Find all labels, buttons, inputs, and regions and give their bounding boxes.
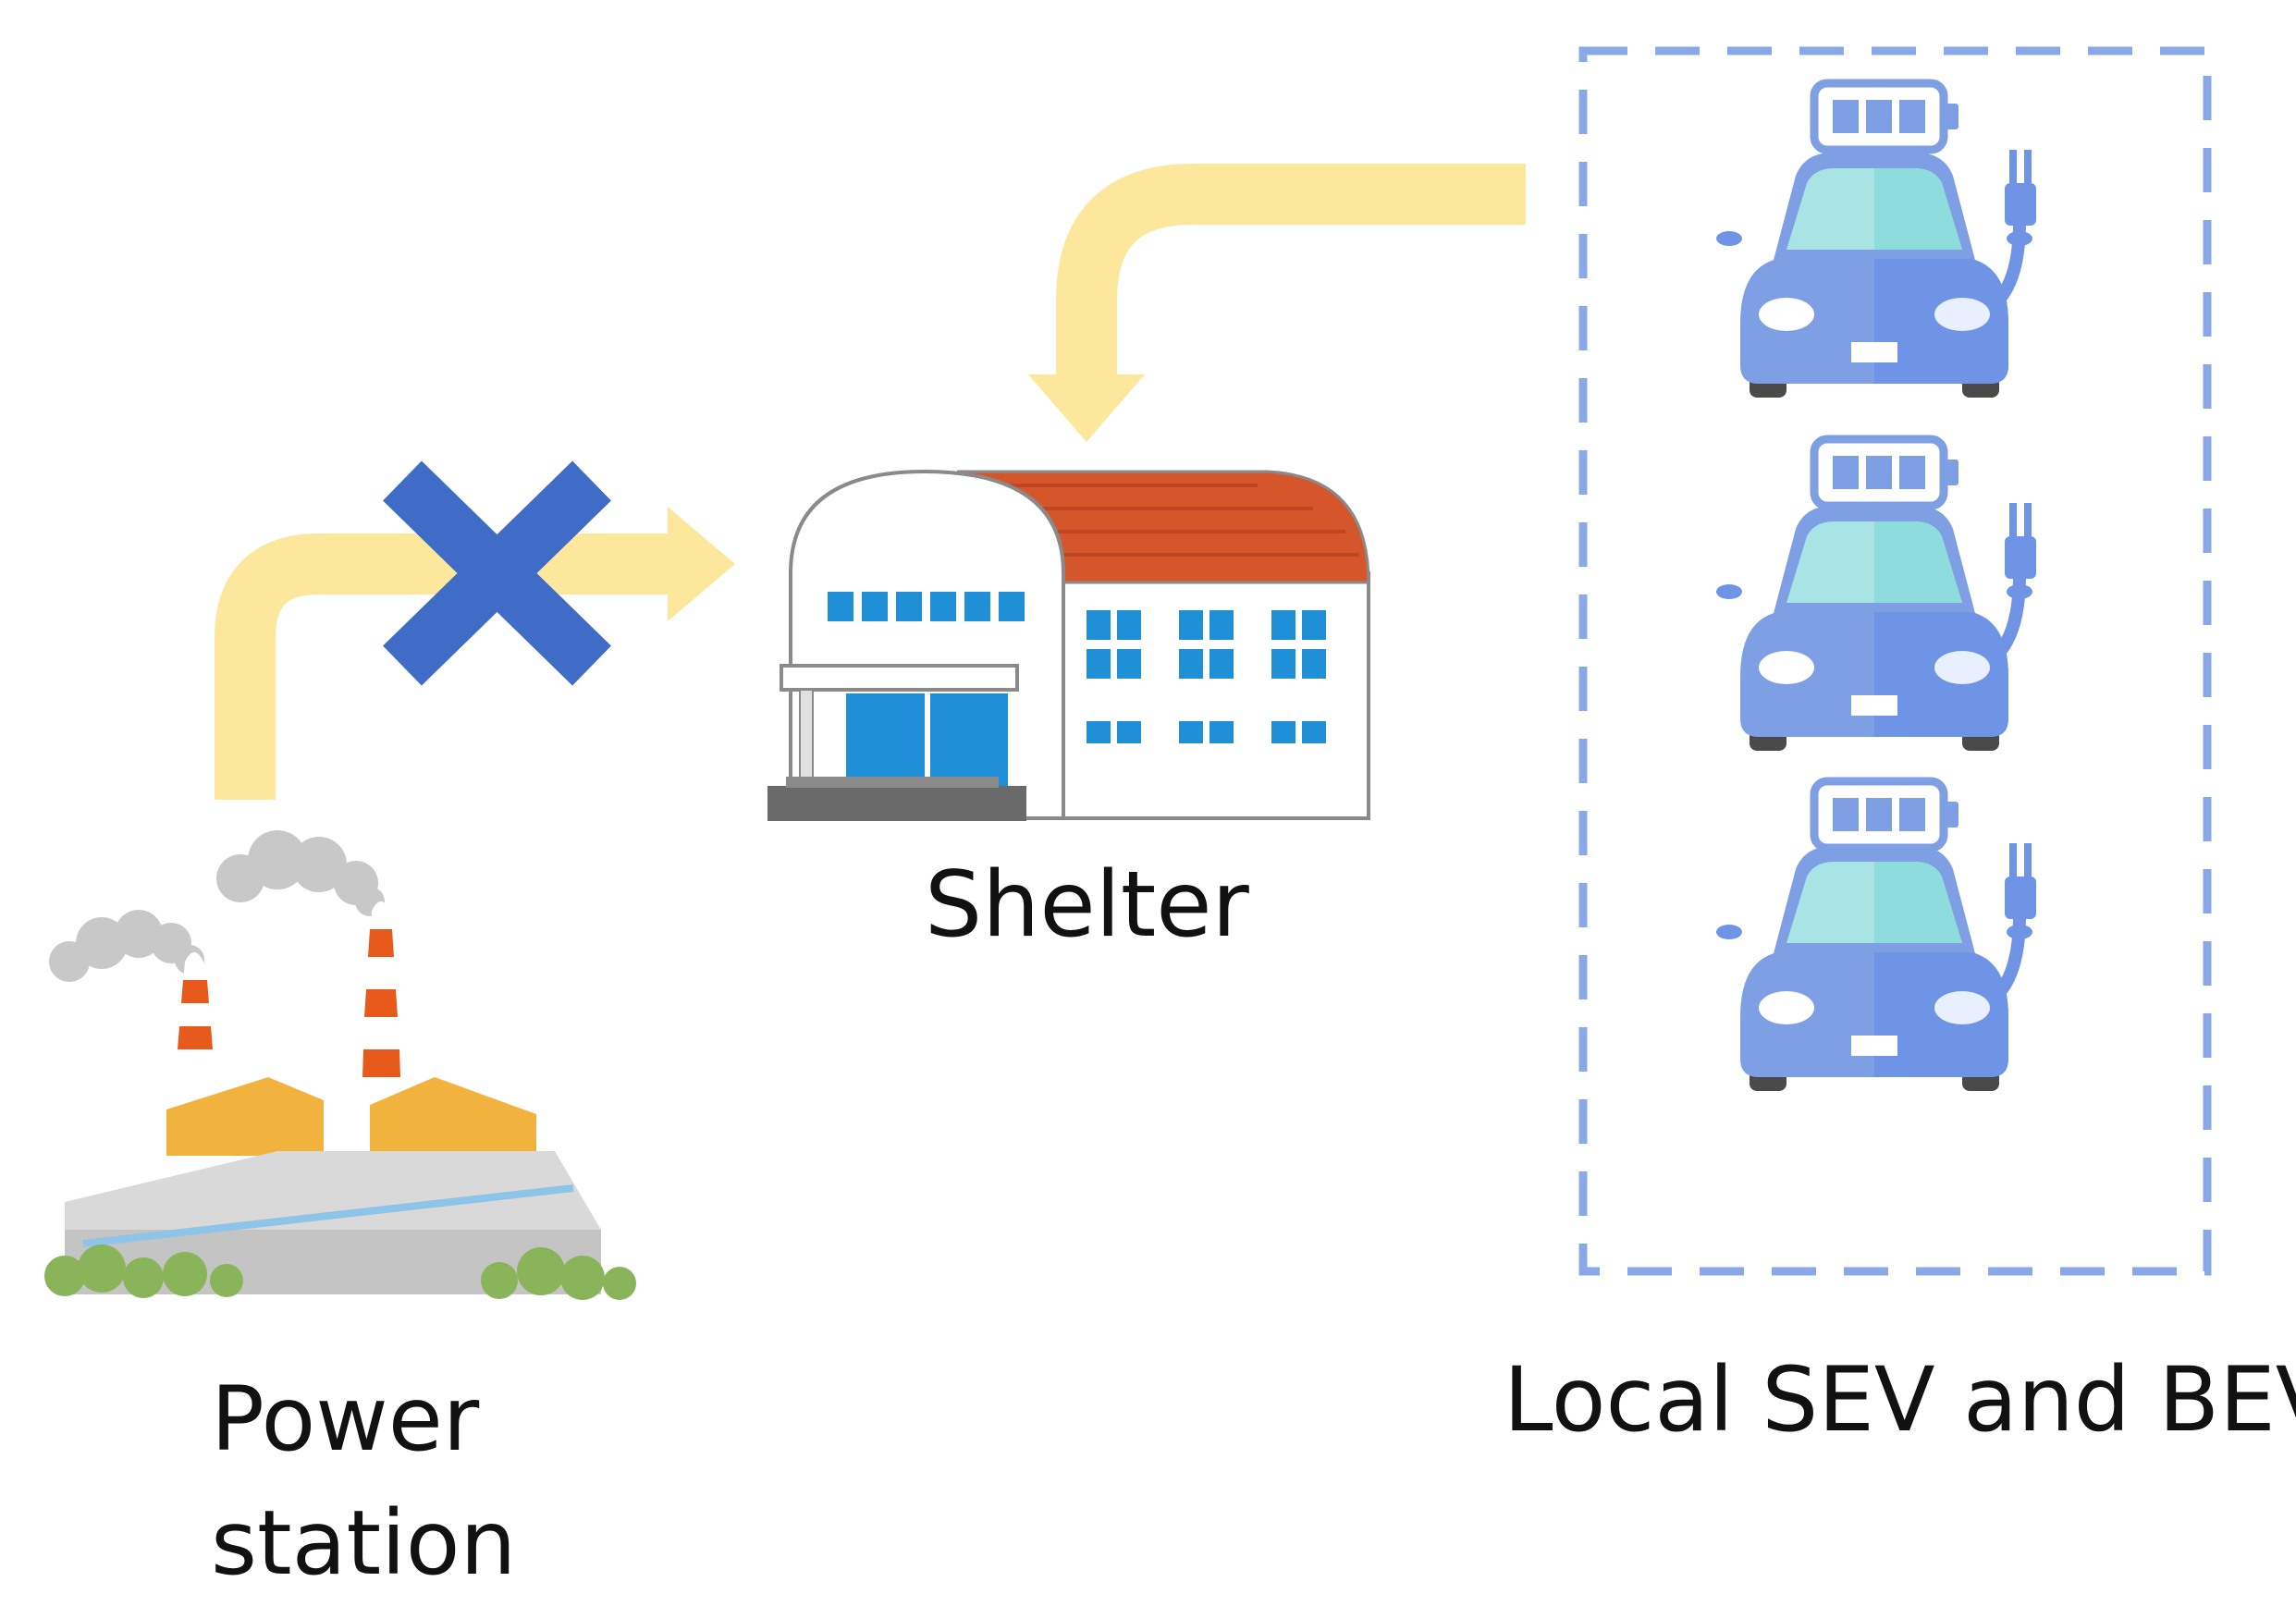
local-vehicles-label: Local SEV and BEV bbox=[1504, 1348, 2296, 1452]
electric-car-3 bbox=[1716, 781, 2036, 1091]
blocked-cross-icon bbox=[383, 460, 611, 686]
shelter-building-icon bbox=[767, 469, 1370, 821]
vehicles-group-box bbox=[1578, 46, 2212, 1276]
power-station-icon bbox=[44, 830, 636, 1300]
shelter-label: Shelter bbox=[925, 852, 1249, 958]
vehicles-to-shelter-arrow bbox=[1028, 164, 1526, 442]
power-station-label: Power station bbox=[211, 1357, 516, 1605]
power-to-shelter-arrow bbox=[215, 507, 735, 800]
electric-car-1 bbox=[1716, 83, 2036, 398]
electric-car-2 bbox=[1716, 439, 2036, 751]
power-station-label-line2: station bbox=[211, 1491, 517, 1595]
power-station-label-line1: Power bbox=[211, 1367, 480, 1471]
